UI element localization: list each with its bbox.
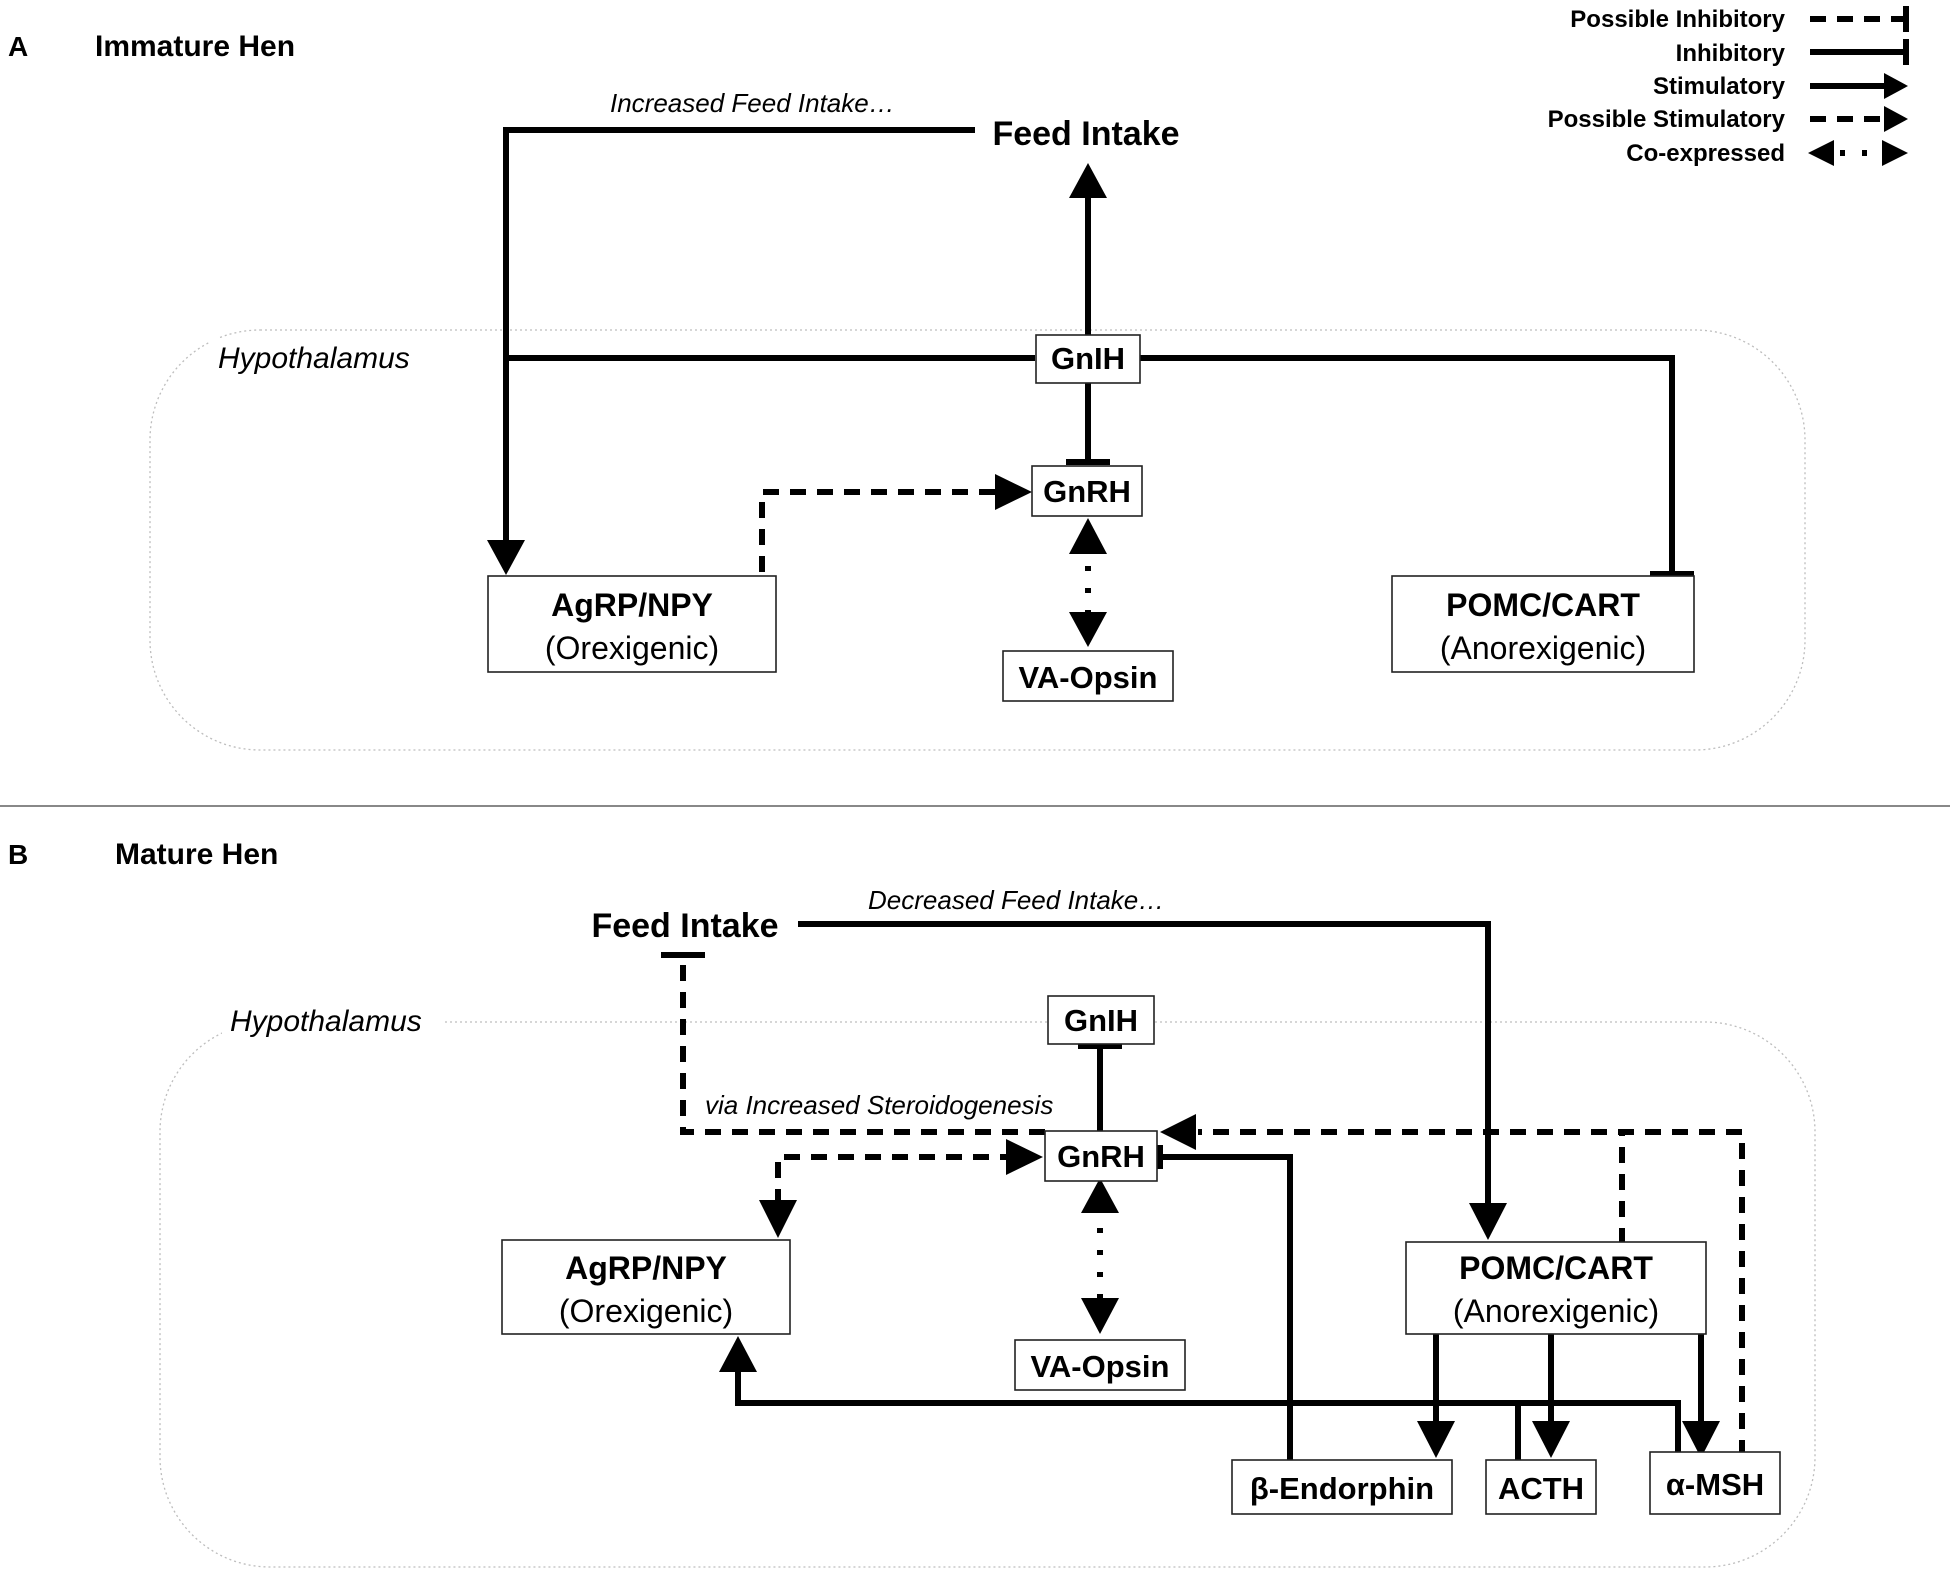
panel-b-gnrh-to-feed-line [680,958,1045,1135]
panel-a-agrp-to-gnrh-line [759,489,1000,572]
panel-b-acth-box [1485,1459,1597,1515]
panel-a-agrp-to-gnrh-arrowhead [995,474,1032,510]
panel-b-feed-note: Decreased Feed Intake… [868,885,1164,915]
legend-co-expressed-left-arrowhead [1808,140,1834,166]
legend-possible-stimulatory-label: Possible Stimulatory [1548,106,1786,133]
panel-b-msh-to-agrp-line [735,1368,1681,1460]
panel-a-feed-intake: Feed Intake [992,115,1179,153]
panel-a: A Immature Hen Hypothalamus Increased Fe… [8,30,1806,751]
panel-b-feed-intake: Feed Intake [591,907,778,945]
panel-a-va-opsin-label: VA-Opsin [1019,660,1158,695]
panel-a-gnih-to-pomc-line [1140,355,1675,574]
panel-b-agrp-gnrh-line [775,1154,1010,1205]
panel-b-msh-to-agrp-arrowhead [719,1336,757,1372]
panel-b-msh-to-gnrh-arrowhead [1160,1114,1196,1150]
panel-a-region-label: Hypothalamus [218,342,410,375]
panel-a-pomc-box [1391,575,1695,673]
panel-a-gnrh-label: GnRH [1043,474,1131,509]
panel-b-va-opsin-box [1014,1339,1186,1391]
panel-b-coexp-up-arrowhead [1081,1178,1119,1213]
panel-b-gnrh-box [1044,1130,1158,1182]
panel-a-agrp-box [487,575,777,673]
panel-b-pomc-name: POMC/CART [1459,1250,1653,1286]
panel-b-region-label: Hypothalamus [230,1005,422,1038]
panel-b-pomc-box [1405,1241,1707,1335]
legend-inhibitory-label: Inhibitory [1676,40,1786,67]
panel-b-feed-to-pomc-arrowhead [1469,1203,1507,1240]
panel-b-coexp-down-arrowhead [1081,1298,1119,1334]
panel-b-agrp-name: AgRP/NPY [565,1250,727,1286]
panel-b-gnrh-label: GnRH [1057,1139,1145,1174]
panel-a-hypothalamus-region [149,329,1806,751]
panel-a-letter: A [8,31,28,62]
panel-b-pomc-to-endorphin-arrowhead [1417,1421,1455,1458]
legend-possible-inhibitory-label: Possible Inhibitory [1570,6,1785,33]
panel-a-gnrh-box [1031,465,1143,517]
panel-a-agrp-desc: (Orexigenic) [545,630,719,666]
panel-b-feed-to-pomc-line [798,921,1491,1207]
panel-b-region-label-mask [222,1000,444,1040]
panel-b-agrp-desc: (Orexigenic) [559,1293,733,1329]
panel-a-pomc-name: POMC/CART [1446,587,1640,623]
panel-a-feed-to-agrp-line [503,127,975,545]
legend-co-expressed-right-arrowhead [1882,140,1908,166]
panel-a-region-label-mask [210,338,440,378]
panel-a-feed-note: Increased Feed Intake… [610,88,895,118]
panel-b-agrp-box [501,1239,791,1335]
panel-b-hypothalamus-region [159,1021,1816,1568]
legend-stimulatory-arrowhead [1884,73,1908,99]
panel-a-agrp-name: AgRP/NPY [551,587,713,623]
panel-b-msh-label: α-MSH [1666,1467,1764,1502]
panel-b-letter: B [8,839,28,870]
panel-b-steroid-note: via Increased Steroidogenesis [705,1090,1053,1120]
panel-a-title: Immature Hen [95,30,295,63]
panel-b-endorphin-box [1231,1459,1453,1515]
panel-b-endorphin-label: β-Endorphin [1250,1471,1434,1506]
panel-a-feed-to-agrp-arrowhead [487,540,525,575]
panel-a-coexp-up-arrowhead [1069,518,1107,554]
panel-a-gnih-label: GnIH [1051,341,1125,376]
panel-b-pomc-to-acth-arrowhead [1532,1421,1570,1458]
panel-b-agrp-to-gnrh-arrowhead [1006,1139,1043,1175]
panel-b-title: Mature Hen [115,838,278,871]
legend-possible-stimulatory-arrowhead [1884,106,1908,132]
panel-a-coexp-down-arrowhead [1069,612,1107,647]
panel-a-gnih-to-feed-arrowhead [1069,163,1107,198]
panel-b-gnrh-to-agrp-arrowhead [759,1200,797,1238]
panel-b-pomc-desc: (Anorexigenic) [1453,1293,1659,1329]
panel-b-msh-box [1649,1451,1781,1515]
panel-b-acth-label: ACTH [1498,1471,1584,1506]
panel-a-pomc-desc: (Anorexigenic) [1440,630,1646,666]
legend-co-expressed-label: Co-expressed [1626,140,1785,167]
panel-b-va-opsin-label: VA-Opsin [1031,1349,1170,1384]
panel-b-gnih-box [1047,995,1155,1045]
panel-b: B Mature Hen Hypothalamus Feed Intake De… [8,838,1816,1568]
panel-b-endorphin-to-gnrh-line [1162,1154,1293,1460]
panel-b-pomc-to-msh-arrowhead [1682,1421,1720,1458]
panel-a-gnih-box [1035,334,1141,384]
panel-a-va-opsin-box [1002,650,1174,702]
panel-b-gnih-label: GnIH [1064,1003,1138,1038]
legend-stimulatory-label: Stimulatory [1653,73,1786,100]
legend: Possible Inhibitory Inhibitory Stimulato… [1548,6,1909,167]
